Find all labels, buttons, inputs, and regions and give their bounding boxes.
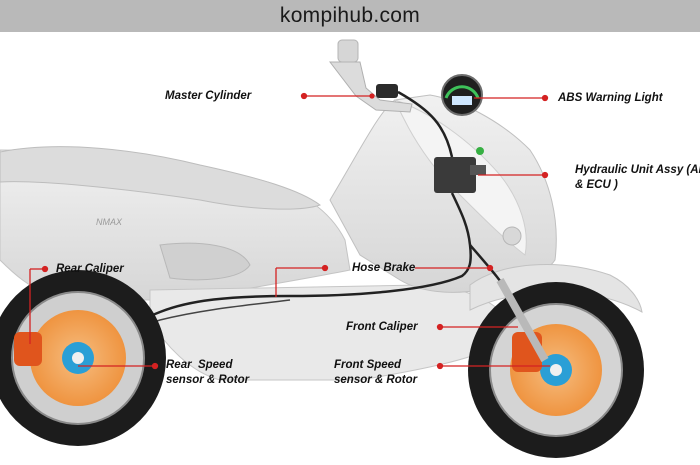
label-rear-speed-sensor: Rear Speed sensor & Rotor	[166, 358, 249, 388]
label-rear-speed-line1: Rear Speed	[166, 359, 233, 371]
leader-dot-master-cylinder	[300, 92, 308, 100]
front-hub-center	[550, 364, 562, 376]
label-hose-brake: Hose Brake	[352, 261, 415, 276]
scooter-illustration: NMAX	[0, 39, 644, 458]
leader-dot-hose-brake	[321, 264, 329, 272]
label-abs-warning-light-text: ABS Warning Light	[558, 92, 663, 104]
front-emblem	[502, 226, 522, 246]
leader-end-master-cylinder	[369, 93, 375, 99]
leader-dot-front-caliper	[436, 323, 444, 331]
handlebar	[328, 61, 413, 113]
leader-dot-rear-caliper	[41, 265, 49, 273]
rear-caliper-part	[14, 332, 42, 366]
hydraulic-unit-part	[434, 157, 476, 193]
label-master-cylinder: Master Cylinder	[165, 89, 251, 104]
label-rear-caliper: Rear Caliper	[56, 262, 124, 277]
mirror-stem	[337, 39, 359, 63]
leader-lines	[29, 92, 550, 370]
label-hydraulic-unit: Hydraulic Unit Assy (AB & ECU )	[575, 163, 700, 193]
label-hydraulic-unit-line1: Hydraulic Unit Assy (AB	[575, 164, 700, 176]
leader-dot-hydraulic-unit	[541, 171, 549, 179]
label-rear-speed-line2: sensor & Rotor	[166, 374, 250, 386]
side-badge: NMAX	[96, 217, 123, 227]
watermark-banner: kompihub.com	[0, 0, 700, 32]
front-fork	[496, 278, 549, 362]
abs-diagram: NMAX	[0, 32, 700, 465]
rear-hub-center	[72, 352, 84, 364]
storage-cavity	[159, 242, 251, 281]
label-abs-warning-light: ABS Warning Light	[558, 91, 663, 106]
leader-dot-front-speed	[436, 362, 444, 370]
label-front-speed-line1: Front Speed	[334, 359, 402, 371]
hydraulic-unit-port	[470, 165, 486, 175]
leader-dot-hose-brake-right	[486, 264, 494, 272]
instrument-display	[452, 96, 472, 105]
label-front-caliper: Front Caliper	[346, 320, 418, 335]
label-rear-caliper-text: Rear Caliper	[56, 263, 124, 275]
leader-dot-rear-speed	[151, 362, 159, 370]
label-front-speed-sensor: Front Speed sensor & Rotor	[334, 358, 417, 388]
instrument-gauge-arc	[444, 85, 480, 99]
label-master-cylinder-text: Master Cylinder	[165, 90, 252, 102]
watermark-text: kompihub.com	[279, 4, 421, 27]
hydraulic-unit-connector	[476, 147, 484, 155]
label-hydraulic-unit-line2: & ECU )	[575, 179, 618, 191]
leader-dot-abs-warning	[541, 94, 549, 102]
label-front-speed-line2: sensor & Rotor	[334, 374, 418, 386]
master-cylinder-part	[376, 84, 398, 98]
seat	[0, 146, 322, 210]
label-front-caliper-text: Front Caliper	[346, 321, 418, 333]
label-hose-brake-text: Hose Brake	[352, 262, 416, 274]
